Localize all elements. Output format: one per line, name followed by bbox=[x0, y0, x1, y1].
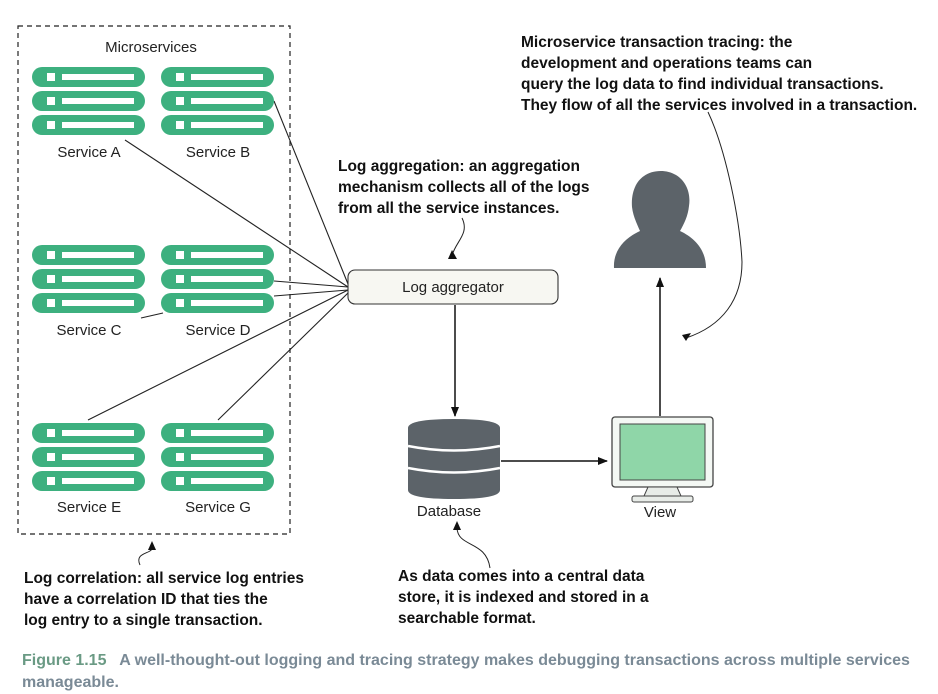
server-indicator bbox=[47, 251, 55, 259]
log-aggregator-box bbox=[347, 269, 559, 305]
server-slot bbox=[62, 478, 134, 484]
microservices-group-box bbox=[17, 25, 291, 535]
server-slot bbox=[62, 454, 134, 460]
server-indicator bbox=[176, 97, 184, 105]
server-slot bbox=[191, 430, 263, 436]
connection-service-c bbox=[273, 280, 349, 288]
connection-service-d-inner bbox=[140, 312, 164, 319]
person-icon bbox=[613, 170, 706, 268]
server-indicator bbox=[176, 251, 184, 259]
view-label: View bbox=[644, 504, 676, 521]
server-stack-icon-e bbox=[32, 423, 145, 491]
connection-service-e bbox=[87, 289, 349, 421]
pointer-tracing bbox=[685, 111, 743, 339]
server-slot bbox=[62, 430, 134, 436]
server-indicator bbox=[47, 73, 55, 81]
service-label-c: Service C bbox=[56, 322, 121, 339]
server-slot bbox=[62, 74, 134, 80]
figure-caption-text: A well-thought-out logging and tracing s… bbox=[22, 652, 910, 691]
server-slot bbox=[62, 252, 134, 258]
monitor-icon bbox=[611, 416, 714, 503]
connection-service-d bbox=[273, 289, 349, 297]
pointer-aggregation bbox=[451, 217, 465, 257]
server-indicator bbox=[176, 453, 184, 461]
service-label-g: Service G bbox=[185, 499, 251, 516]
server-slot bbox=[62, 300, 134, 306]
server-slot bbox=[191, 454, 263, 460]
service-label-a: Service A bbox=[57, 144, 120, 161]
note-log-correlation: Log correlation: all service log entries… bbox=[24, 570, 304, 629]
server-slot bbox=[191, 300, 263, 306]
service-label-d: Service D bbox=[185, 322, 250, 339]
server-indicator bbox=[176, 429, 184, 437]
database-label: Database bbox=[417, 503, 481, 520]
pointer-correlation bbox=[138, 547, 153, 566]
server-indicator bbox=[47, 121, 55, 129]
server-indicator bbox=[47, 453, 55, 461]
server-indicator bbox=[47, 275, 55, 283]
server-slot bbox=[62, 98, 134, 104]
server-stacks bbox=[32, 67, 274, 491]
server-indicator bbox=[176, 121, 184, 129]
note-transaction-tracing: Microservice transaction tracing: the de… bbox=[521, 34, 918, 114]
service-label-b: Service B bbox=[186, 144, 250, 161]
server-slot bbox=[191, 98, 263, 104]
server-slot bbox=[191, 74, 263, 80]
server-indicator bbox=[176, 275, 184, 283]
server-indicator bbox=[47, 429, 55, 437]
server-slot bbox=[191, 252, 263, 258]
note-indexing: As data comes into a central data store,… bbox=[398, 568, 649, 627]
server-slot bbox=[191, 122, 263, 128]
connection-service-g bbox=[217, 292, 349, 421]
server-stack-icon-a bbox=[32, 67, 145, 135]
server-stack-icon-c bbox=[32, 245, 145, 313]
log-aggregator-label: Log aggregator bbox=[402, 279, 504, 296]
microservices-title: Microservices bbox=[105, 39, 197, 56]
server-stack-icon-g bbox=[161, 423, 274, 491]
server-indicator bbox=[47, 97, 55, 105]
server-slot bbox=[62, 122, 134, 128]
annotation-arrowheads bbox=[148, 250, 691, 550]
server-slot bbox=[191, 478, 263, 484]
figure-caption: Figure 1.15 A well-thought-out logging a… bbox=[22, 650, 922, 694]
server-indicator bbox=[176, 477, 184, 485]
connection-service-a bbox=[124, 139, 349, 288]
pointer-indexing bbox=[456, 527, 491, 569]
server-indicator bbox=[47, 299, 55, 307]
connection-service-b bbox=[273, 100, 349, 285]
note-log-aggregation: Log aggregation: an aggregation mechanis… bbox=[338, 158, 590, 217]
figure-number: Figure 1.15 bbox=[22, 652, 107, 669]
server-indicator bbox=[47, 477, 55, 485]
server-stack-icon-b bbox=[161, 67, 274, 135]
server-slot bbox=[191, 276, 263, 282]
database-icon bbox=[407, 419, 501, 499]
server-indicator bbox=[176, 299, 184, 307]
server-slot bbox=[62, 276, 134, 282]
server-indicator bbox=[176, 73, 184, 81]
service-connections bbox=[87, 100, 349, 421]
server-stack-icon-d bbox=[161, 245, 274, 313]
service-label-e: Service E bbox=[57, 499, 121, 516]
